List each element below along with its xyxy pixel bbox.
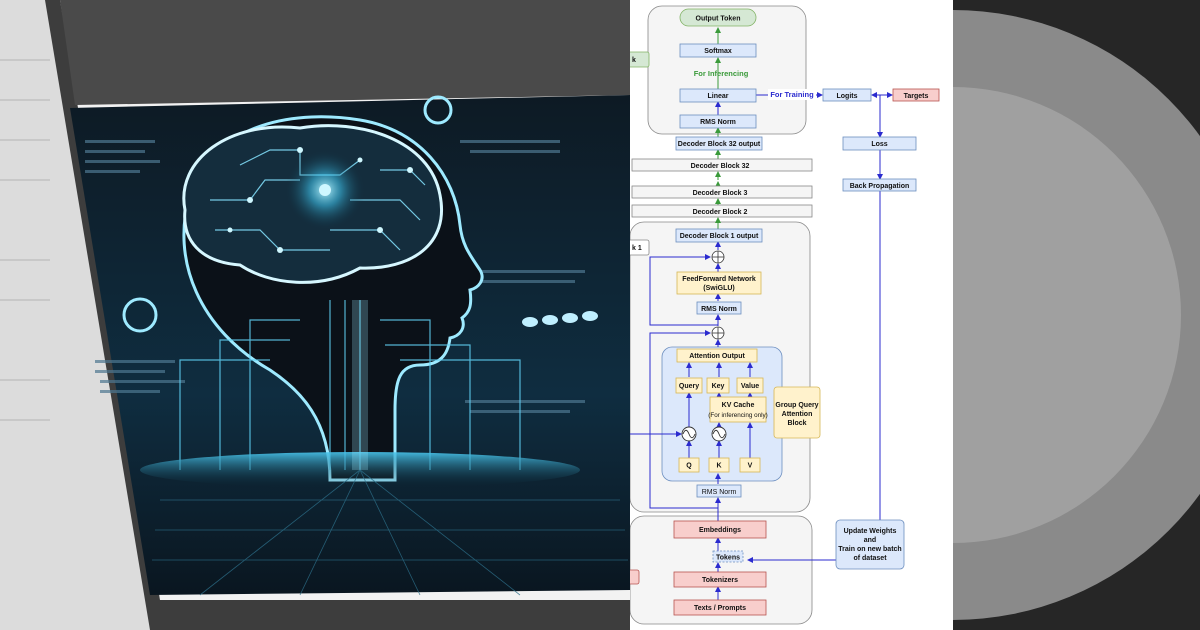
key-label: Key bbox=[712, 383, 725, 390]
rms-norm-bottom-label: RMS Norm bbox=[702, 489, 737, 496]
query-node bbox=[675, 377, 703, 394]
update-weights-node bbox=[835, 519, 905, 570]
gqa-label-3: Block bbox=[787, 420, 806, 427]
rope-k-icon bbox=[711, 426, 727, 442]
update-label-4: of dataset bbox=[853, 555, 887, 562]
dots-label: : bbox=[717, 178, 719, 185]
llama-architecture-diagram: k k 1 bbox=[630, 0, 953, 630]
k-node bbox=[708, 457, 730, 473]
for-training-bg bbox=[768, 89, 816, 100]
tokens-label: Tokens bbox=[716, 555, 740, 562]
gqa-label-1: Group Query bbox=[775, 402, 818, 409]
feedforward-label-2: (SwiGLU) bbox=[703, 285, 735, 292]
tokens-node bbox=[712, 550, 744, 563]
decoder-32-output-label: Decoder Block 32 output bbox=[678, 141, 761, 148]
softmax-label: Softmax bbox=[704, 48, 732, 55]
query-label: Query bbox=[679, 383, 699, 390]
decoder-32-label: Decoder Block 32 bbox=[691, 163, 750, 170]
key-node bbox=[706, 377, 730, 394]
decoder-32-output-node bbox=[675, 136, 763, 151]
attention-output-node bbox=[676, 348, 758, 363]
decoder-32-node bbox=[631, 158, 813, 172]
for-training-label: For Training bbox=[770, 90, 814, 99]
logits-node bbox=[822, 88, 872, 102]
tokenizers-node bbox=[673, 571, 767, 588]
left-cut-box-bottom bbox=[630, 569, 640, 585]
targets-label: Targets bbox=[904, 93, 929, 100]
left-cut-box-top bbox=[630, 51, 650, 68]
q-label: Q bbox=[686, 463, 692, 470]
arrow-residual-1 bbox=[649, 330, 718, 509]
arcs-art bbox=[953, 0, 1200, 630]
residual-add-bottom bbox=[711, 326, 725, 340]
update-label-2: and bbox=[864, 537, 876, 544]
value-label: Value bbox=[741, 383, 759, 390]
kv-cache-label-2: (For inferencing only) bbox=[708, 412, 768, 419]
rms-norm-top-label: RMS Norm bbox=[700, 119, 736, 126]
embeddings-node bbox=[673, 520, 767, 539]
rms-norm-bottom-node bbox=[696, 484, 742, 498]
ai-head-illustration bbox=[0, 0, 630, 630]
rms-norm-mid-label: RMS Norm bbox=[701, 306, 737, 313]
tokenizers-label: Tokenizers bbox=[702, 577, 738, 584]
gqa-label-2: Attention bbox=[782, 411, 813, 418]
back-propagation-node bbox=[842, 178, 917, 192]
texts-prompts-label: Texts / Prompts bbox=[694, 605, 746, 612]
feedforward-node bbox=[676, 271, 762, 295]
decoder-3-label: Decoder Block 3 bbox=[693, 190, 748, 197]
update-label-3: Train on new batch bbox=[838, 546, 901, 553]
for-inferencing-label: For Inferencing bbox=[694, 69, 749, 78]
attention-output-label: Attention Output bbox=[689, 353, 745, 360]
loss-label: Loss bbox=[871, 141, 887, 148]
linear-node bbox=[679, 88, 757, 103]
residual-add-top bbox=[711, 250, 725, 264]
kv-cache-label-1: KV Cache bbox=[722, 402, 755, 409]
arrow-residual-2 bbox=[649, 254, 718, 326]
decoder-3-node bbox=[631, 185, 813, 199]
linear-label: Linear bbox=[707, 93, 728, 100]
value-node bbox=[736, 377, 764, 394]
softmax-node bbox=[679, 43, 757, 58]
ai-head-artwork bbox=[0, 0, 630, 630]
embeddings-label: Embeddings bbox=[699, 527, 741, 534]
decoder-2-node bbox=[631, 204, 813, 218]
rms-norm-top-node bbox=[679, 114, 757, 129]
logits-label: Logits bbox=[837, 93, 858, 100]
left-cut-box-mid bbox=[630, 239, 650, 256]
feedforward-label-1: FeedForward Network bbox=[682, 276, 756, 283]
left-cut-label-top: k bbox=[632, 57, 636, 64]
k-label: K bbox=[716, 463, 721, 470]
architecture-svg: k k 1 bbox=[630, 5, 940, 625]
q-node bbox=[678, 457, 700, 473]
decoder-2-label: Decoder Block 2 bbox=[693, 209, 748, 216]
rms-norm-mid-node bbox=[696, 301, 742, 315]
targets-node bbox=[892, 88, 940, 102]
left-cut-label-mid: k 1 bbox=[632, 245, 642, 252]
output-token-label: Output Token bbox=[696, 16, 741, 23]
rope-q-icon bbox=[681, 426, 697, 442]
v-label: V bbox=[748, 463, 753, 470]
texts-prompts-node bbox=[673, 599, 767, 616]
output-token-node bbox=[679, 8, 757, 27]
back-propagation-label: Back Propagation bbox=[850, 183, 910, 190]
loss-node bbox=[842, 136, 917, 151]
v-node bbox=[739, 457, 761, 473]
embedding-group bbox=[630, 515, 813, 625]
kv-cache-node bbox=[709, 396, 767, 423]
gqa-node bbox=[773, 386, 821, 439]
decoder-1-output-label: Decoder Block 1 output bbox=[680, 233, 759, 240]
decorative-arcs bbox=[953, 0, 1200, 630]
decoder-1-output-node bbox=[675, 228, 763, 243]
update-label-1: Update Weights bbox=[844, 528, 897, 535]
